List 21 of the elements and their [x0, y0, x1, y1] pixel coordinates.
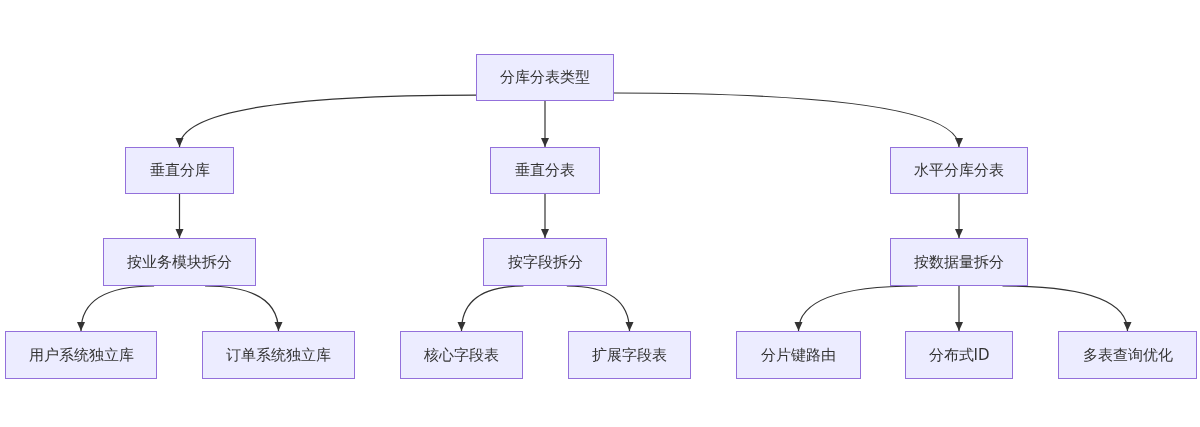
process-box: 水平分库分表	[890, 147, 1028, 194]
arrow	[177, 94, 477, 148]
process-box: 分片键路由	[736, 331, 861, 379]
process-box: 分库分表类型	[476, 54, 614, 101]
process-box: 多表查询优化	[1058, 331, 1197, 379]
process-box: 分布式ID	[905, 331, 1013, 379]
process-box: 按业务模块拆分	[103, 238, 256, 286]
arrow	[955, 193, 963, 239]
process-box: 垂直分表	[490, 147, 600, 194]
process-box: 按数据量拆分	[890, 238, 1028, 286]
process-box: 订单系统独立库	[202, 331, 355, 379]
process-box: 核心字段表	[400, 331, 523, 379]
arrow	[541, 193, 549, 239]
process-box: 按字段拆分	[483, 238, 607, 286]
arrow	[955, 285, 963, 332]
process-box: 扩展字段表	[568, 331, 691, 379]
process-box: 垂直分库	[125, 147, 234, 194]
arrow	[175, 193, 184, 239]
arrow	[541, 100, 549, 148]
arrow	[613, 92, 961, 148]
process-box: 用户系统独立库	[5, 331, 157, 379]
